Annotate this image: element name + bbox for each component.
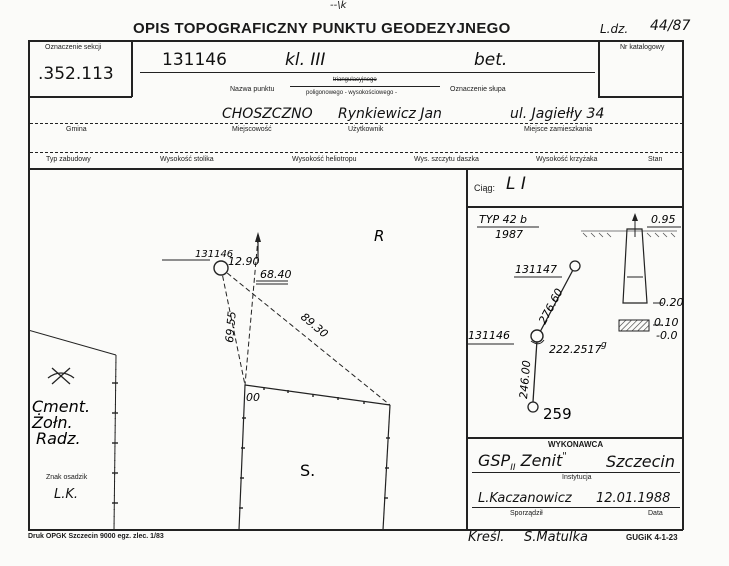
ciag-value: L I xyxy=(506,174,526,194)
dist-right: 68.40 xyxy=(260,268,292,281)
traverse-angle-unit: g xyxy=(601,340,607,350)
user-value: Rynkiewicz Jan xyxy=(338,106,442,122)
ldz-value: 44/87 xyxy=(650,18,691,34)
roof-height-label: Wys. szczytu daszka xyxy=(414,156,479,163)
author-date: 12.01.1988 xyxy=(596,491,671,506)
corner-mark: --\k xyxy=(330,0,347,11)
drew-name: S.Matulka xyxy=(524,530,589,545)
ciag-label: Ciąg: xyxy=(474,183,496,193)
print-info: Druk OPGK Szczecin 9000 egz. zlec. 1/83 xyxy=(28,533,164,540)
dist-north: 12.90 xyxy=(228,255,260,268)
address-label: Miejsce zamieszkania xyxy=(524,126,593,133)
depth-3: -0.0 xyxy=(656,329,677,342)
section-label: Oznaczenie sekcji xyxy=(45,44,102,51)
author-name: L.Kaczanowicz xyxy=(478,491,572,506)
user-label: Użytkownik xyxy=(348,126,384,133)
traverse-p1: 131147 xyxy=(515,263,557,276)
gmina-label: Gmina xyxy=(66,126,87,133)
executor-quote: " xyxy=(562,451,567,462)
traverse-p3: 259 xyxy=(543,405,572,423)
author-label: Sporządził xyxy=(510,510,543,517)
town-value: CHOSZCZNO xyxy=(222,106,313,122)
depth-2: 0.10 xyxy=(654,316,679,329)
location-sketch: 131146 12.90 68.40 69.55 89.30 R 00 S. C… xyxy=(28,227,391,530)
state-label: Stan xyxy=(648,156,663,163)
dist-diag: 89.30 xyxy=(298,310,330,340)
cemetery-line2: Żołn. xyxy=(31,413,73,432)
sketch-point-label: 131146 xyxy=(195,249,233,260)
executor-name: GSPII Zenit" xyxy=(478,451,567,473)
address-value: ul. Jagiełły 34 xyxy=(510,106,605,122)
executor-name-sub: II xyxy=(510,463,516,474)
cemetery-line1: Cment. xyxy=(32,397,90,416)
post-type: bet. xyxy=(474,50,508,70)
ldz-label: L.dz. xyxy=(600,22,629,36)
heliotrope-height-label: Wysokość heliotropu xyxy=(292,156,357,163)
town-label: Miejscowość xyxy=(232,126,272,133)
executor-name-main: GSP xyxy=(478,451,511,470)
cemetery-line3: Radz. xyxy=(36,429,81,448)
s-label: S. xyxy=(300,461,315,480)
monument-diagram: TYP 42 b 1987 0.95 0.20 0.10 -0.0 131147… xyxy=(467,213,683,423)
corner-label: 00 xyxy=(246,391,260,404)
section-value: .352.113 xyxy=(38,64,114,84)
depth-1: 0.20 xyxy=(659,296,683,309)
institution-label: Instytucja xyxy=(562,474,592,481)
dist-left: 69.55 xyxy=(223,311,239,344)
drew-label: Kreśl. xyxy=(468,530,505,545)
name-label: Nazwa punktu xyxy=(230,86,275,93)
point-number: 131146 xyxy=(162,50,227,70)
signature-label: Znak osadzik xyxy=(46,474,88,481)
cross-height-label: Wysokość krzyżaka xyxy=(536,156,598,163)
point-class: kl. III xyxy=(285,50,326,70)
type-line2: poligonowego - wysokościowego - xyxy=(306,90,398,96)
traverse-d23: 246.00 xyxy=(517,360,533,399)
build-type-label: Typ zabudowy xyxy=(46,156,91,163)
table-height-label: Wysokość stolika xyxy=(160,156,214,163)
depth-top: 0.95 xyxy=(651,213,676,226)
post-label: Oznaczenie słupa xyxy=(450,86,506,93)
executor-city: Szczecin xyxy=(606,452,675,471)
executor-title: WYKONAWCA xyxy=(548,440,604,449)
type-line1: triangulacyjnego xyxy=(333,77,377,83)
document-title: OPIS TOPOGRAFICZNY PUNKTU GEODEZYJNEGO xyxy=(133,20,511,37)
catalog-label: Nr katalogowy xyxy=(620,44,665,51)
signature-value: L.K. xyxy=(54,487,79,502)
r-label: R xyxy=(374,227,384,245)
traverse-d12: 276.60 xyxy=(536,286,566,326)
monument-year: 1987 xyxy=(495,228,523,241)
date-label: Data xyxy=(648,510,663,517)
traverse-angle: 222.2517 xyxy=(549,343,602,356)
form-code: GUGiK 4-1-23 xyxy=(626,533,678,542)
monument-type: TYP 42 b xyxy=(479,213,527,226)
executor-company: Zenit xyxy=(520,451,563,470)
traverse-p2: 131146 xyxy=(468,329,510,342)
